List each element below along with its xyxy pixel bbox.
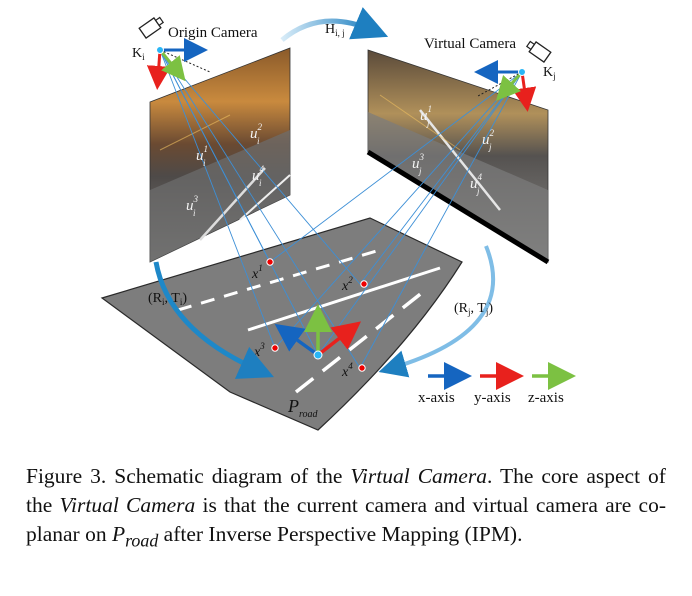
figure-caption: Figure 3. Schematic diagram of the Virtu… bbox=[26, 462, 666, 555]
origin-camera-axes bbox=[146, 38, 208, 90]
caption-emphasis-1: Virtual Camera bbox=[350, 464, 487, 488]
origin-camera-image bbox=[149, 47, 291, 263]
caption-text-3: is that the current camera and virtual c… bbox=[26, 493, 666, 546]
caption-text-1: Figure 3. Schematic diagram of the bbox=[26, 464, 351, 488]
k-j-label: Kj bbox=[543, 65, 556, 81]
virtual-camera-axes bbox=[474, 60, 537, 112]
point-label-x4: x4 bbox=[341, 361, 353, 380]
point-label-x1: x1 bbox=[251, 263, 263, 282]
legend-y-axis: y-axis bbox=[474, 390, 511, 406]
pose-j-arc-arrow bbox=[378, 245, 496, 378]
pose-i-arc-arrow bbox=[153, 261, 274, 379]
caption-emphasis-2: Virtual Camera bbox=[59, 493, 196, 517]
origin-camera-icon bbox=[138, 16, 165, 39]
k-i-label: Ki bbox=[132, 46, 145, 62]
axis-legend: x-axis y-axis z-axis bbox=[418, 362, 576, 406]
virtual-camera-icon bbox=[525, 40, 552, 63]
pose-i-label: (Ri, Ti) bbox=[148, 291, 187, 307]
homography-label: Hi, j bbox=[325, 22, 345, 38]
road-plane-label: Proad bbox=[287, 396, 319, 420]
origin-camera-frustum bbox=[159, 49, 211, 73]
caption-text-4: after Inverse Perspective Mapping (IPM). bbox=[158, 522, 523, 546]
pose-j-label: (Rj, Tj) bbox=[454, 301, 493, 317]
caption-text-2: . The core aspect of the bbox=[26, 464, 666, 517]
virtual-camera-label: Virtual Camera bbox=[424, 36, 516, 52]
homography-arc-arrow bbox=[280, 7, 389, 42]
legend-x-axis: x-axis bbox=[418, 390, 455, 406]
caption-math-p: P bbox=[111, 522, 126, 546]
road-origin-axes bbox=[274, 304, 362, 360]
projection-rays bbox=[159, 49, 523, 369]
origin-camera-label: Origin Camera bbox=[168, 25, 258, 41]
legend-z-axis: z-axis bbox=[528, 390, 564, 406]
point-label-x2: x2 bbox=[341, 275, 353, 294]
caption-math-sub: road bbox=[125, 530, 159, 551]
